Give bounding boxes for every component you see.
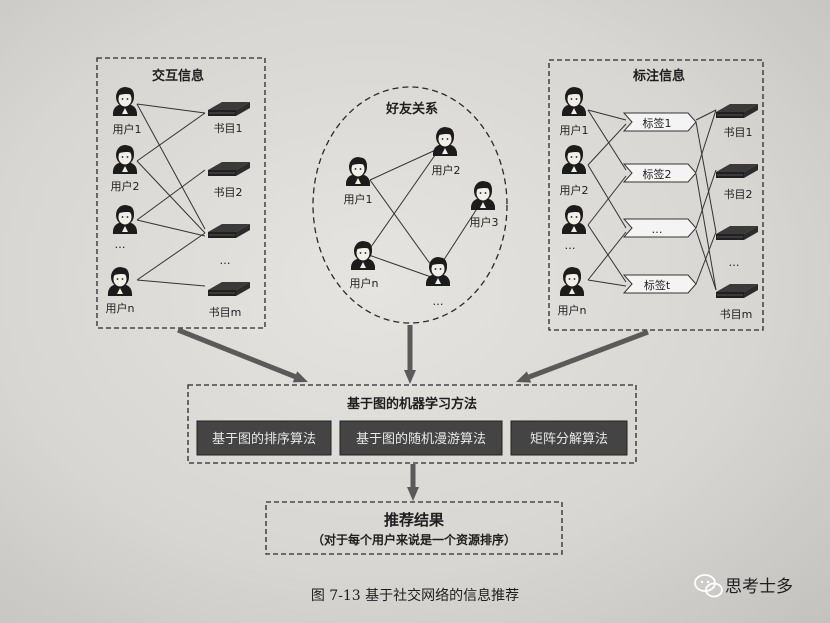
friend-user-label: 用户n (350, 276, 379, 290)
interaction-title: 交互信息 (152, 68, 204, 84)
tag-label: … (652, 223, 663, 236)
interaction-panel (96, 57, 266, 329)
tag-label: 标签1 (643, 116, 672, 130)
book-icon (207, 281, 251, 297)
method-label: 矩阵分解算法 (530, 432, 608, 447)
tag-label: 标签2 (643, 167, 672, 181)
result-title: 推荐结果 (384, 511, 445, 529)
book-icon (207, 101, 251, 117)
user-avatar-icon (425, 257, 451, 286)
book-icon (207, 161, 251, 177)
result-panel (265, 501, 563, 555)
result-subtitle: （对于每个用户来说是一个资源排序） (312, 532, 516, 547)
chat-bubble-icon (694, 574, 723, 598)
user-avatar-icon (559, 267, 585, 296)
figure-caption: 图 7-13 基于社交网络的信息推荐 (311, 587, 519, 604)
friend-user-label: 用户3 (470, 215, 499, 229)
tag-book-label: … (729, 256, 740, 269)
book-icon (715, 225, 759, 241)
tag-edges (587, 109, 717, 291)
interaction-user-label: 用户1 (113, 122, 142, 136)
interaction-book-label: 书目1 (214, 122, 243, 135)
flow-arrows (177, 325, 649, 501)
tag-book-label: 书目m (720, 308, 753, 321)
user-avatar-icon (561, 205, 587, 234)
friend-edges (365, 147, 481, 279)
tag-book-label: 书目2 (724, 188, 753, 201)
arrow-down-icon (404, 370, 416, 384)
user-avatar-icon (112, 145, 138, 174)
interaction-book-label: … (220, 254, 231, 267)
book-icon (715, 283, 759, 299)
tags-panel (548, 59, 764, 331)
methods-title: 基于图的机器学习方法 (346, 396, 477, 412)
method-label: 基于图的随机漫游算法 (356, 431, 486, 447)
user-avatar-icon (345, 157, 371, 186)
arrow-down-icon (407, 487, 419, 501)
tag-user-label: 用户1 (560, 123, 589, 137)
tag-book-label: 书目1 (724, 126, 753, 139)
friends-title: 好友关系 (385, 101, 438, 117)
friend-user-label: 用户2 (432, 163, 461, 177)
user-avatar-icon (432, 127, 458, 156)
tag-label: 标签t (644, 278, 671, 292)
tag-user-label: 用户n (558, 303, 587, 317)
interaction-user-label: … (115, 238, 126, 251)
method-box (510, 420, 628, 456)
interaction-book-label: 书目m (209, 306, 242, 319)
book-icon (207, 223, 251, 239)
user-avatar-icon (112, 87, 138, 116)
user-avatar-icon (470, 181, 496, 210)
tags-title: 标注信息 (632, 68, 685, 84)
interaction-user-label: 用户2 (111, 179, 140, 193)
friends-panel (312, 86, 508, 324)
method-box (339, 420, 503, 456)
book-icon (715, 103, 759, 119)
user-avatar-icon (561, 87, 587, 116)
tag-user-label: 用户2 (560, 183, 589, 197)
user-avatar-icon (107, 267, 133, 296)
tag-user-label: … (565, 239, 576, 252)
method-label: 基于图的排序算法 (212, 431, 316, 447)
method-box (196, 420, 332, 456)
methods-panel (187, 384, 637, 464)
friend-user-label: 用户1 (344, 192, 373, 206)
user-avatar-icon (112, 205, 138, 234)
book-icon (715, 163, 759, 179)
watermark: 思考士多 (694, 574, 793, 598)
user-avatar-icon (561, 145, 587, 174)
friend-user-label: … (433, 295, 444, 308)
watermark-text: 思考士多 (725, 577, 793, 597)
interaction-book-label: 书目2 (214, 186, 243, 199)
interaction-edges (136, 103, 206, 287)
interaction-user-label: 用户n (106, 301, 135, 315)
